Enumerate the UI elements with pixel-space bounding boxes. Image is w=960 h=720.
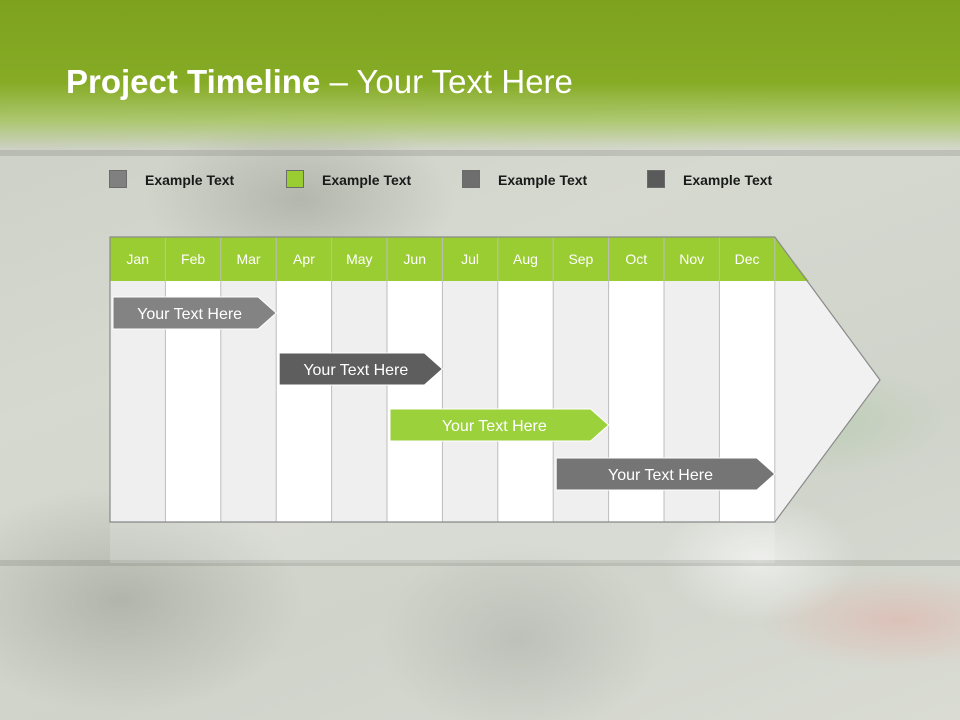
task-label: Your Text Here [608,467,713,484]
legend-swatch [109,170,127,188]
task-arrow [278,352,444,386]
title-bold: Project Timeline [66,63,321,100]
month-column [442,281,498,522]
month-label-feb: Feb [181,251,205,267]
month-label-sep: Sep [568,251,593,267]
slide-title: Project Timeline – Your Text Here [66,60,573,104]
month-label-jun: Jun [403,251,426,267]
month-label-oct: Oct [625,251,647,267]
timeline-outline [109,236,881,523]
legend-swatch [462,170,480,188]
month-label-mar: Mar [236,251,260,267]
legend-label: Example Text [322,172,412,188]
legend-label: Example Text [145,172,235,188]
title-rest: – Your Text Here [320,63,573,100]
legend-label: Example Text [683,172,773,188]
legend-label: Example Text [498,172,588,188]
task-label: Your Text Here [137,306,242,323]
month-label-nov: Nov [679,251,704,267]
task-label: Your Text Here [442,418,547,435]
month-label-aug: Aug [513,251,538,267]
task-arrow [112,296,277,330]
task-label: Your Text Here [303,362,408,379]
background-stripe [0,560,960,566]
legend-swatch [286,170,304,188]
month-label-dec: Dec [735,251,760,267]
month-column [387,281,443,522]
month-label-jul: Jul [461,251,479,267]
month-column [276,281,332,522]
title-band [0,0,960,150]
month-column [331,281,387,522]
legend-swatch [647,170,665,188]
month-label-may: May [346,251,372,267]
task-arrow [389,408,610,442]
timeline-reflection [110,523,775,563]
task-arrow [555,457,776,491]
background-stripe [0,150,960,156]
month-column [497,281,554,522]
month-label-apr: Apr [293,251,315,267]
month-label-jan: Jan [126,251,149,267]
